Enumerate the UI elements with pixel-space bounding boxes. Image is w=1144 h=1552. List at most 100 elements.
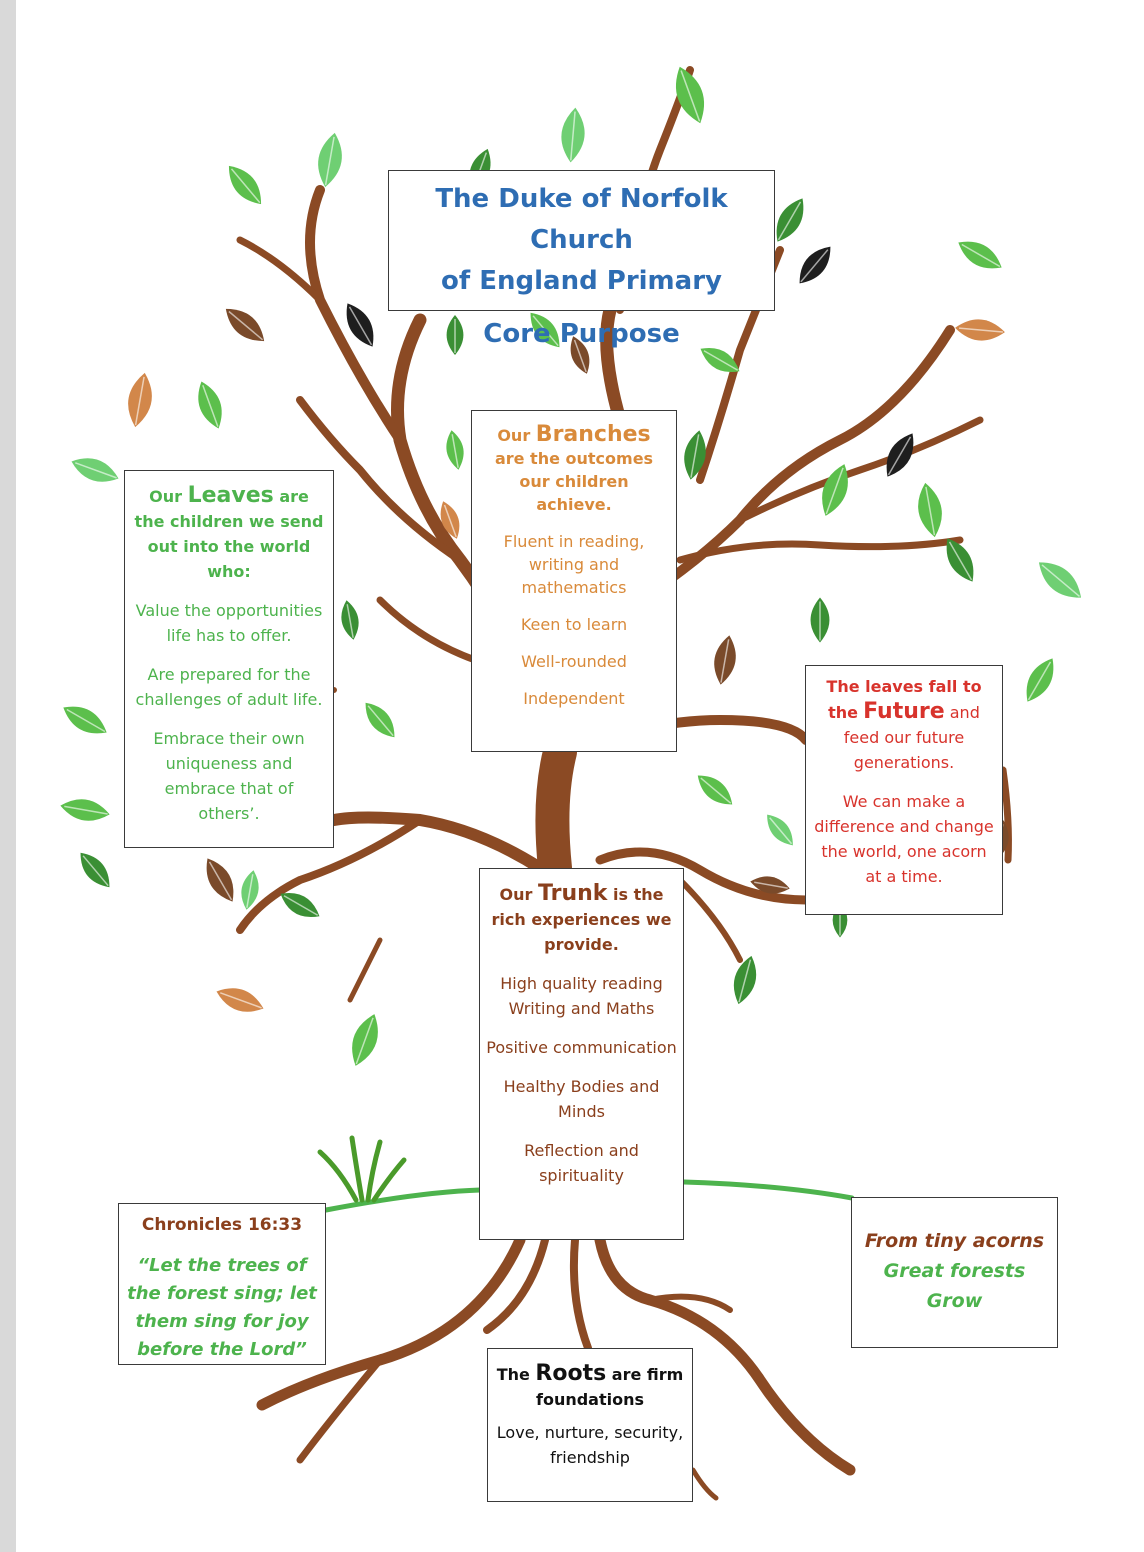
trunk-heading: Our Trunk is the rich experiences we pro… bbox=[486, 881, 677, 957]
leaf-shape bbox=[225, 308, 265, 342]
page-edge-bar bbox=[0, 0, 16, 1552]
leaf-shape bbox=[128, 372, 152, 428]
leaf-shape bbox=[810, 597, 830, 643]
leaf-shape bbox=[714, 635, 736, 685]
leaf-shape bbox=[700, 347, 740, 373]
leaf-shape bbox=[241, 870, 259, 910]
leaf-shape bbox=[346, 303, 374, 347]
acorns-line-3: Grow bbox=[926, 1290, 983, 1312]
leaf-shape bbox=[530, 312, 560, 348]
leaves-item: Embrace their own uniqueness and embrace… bbox=[153, 729, 305, 823]
leaf-shape bbox=[776, 198, 804, 242]
roots-box: The Roots are firm foundations Love, nur… bbox=[487, 1348, 693, 1502]
branches-item: Keen to learn bbox=[520, 615, 628, 634]
ground-line-right bbox=[681, 1179, 855, 1201]
acorns-line-1: From tiny acorns bbox=[864, 1230, 1045, 1252]
future-closing: We can make a difference and change the … bbox=[814, 792, 994, 886]
chronicles-box: Chronicles 16:33 “Let the trees of the f… bbox=[118, 1203, 326, 1365]
leaves-heading-suffix: are the children we send out into the wo… bbox=[134, 487, 324, 581]
branches-item: Fluent in reading, writing and mathemati… bbox=[503, 532, 645, 597]
leaf-shape bbox=[1026, 658, 1054, 702]
leaf-shape bbox=[767, 814, 793, 846]
ground-line-left bbox=[323, 1187, 483, 1213]
leaf-shape bbox=[946, 538, 974, 582]
leaf-shape bbox=[60, 799, 110, 821]
leaves-item: Are prepared for the challenges of adult… bbox=[135, 665, 323, 709]
leaf-shape bbox=[352, 1014, 378, 1066]
leaves-heading-prefix: Our bbox=[149, 487, 183, 506]
branches-heading-prefix: Our bbox=[497, 426, 531, 445]
leaf-shape bbox=[318, 132, 342, 188]
chronicles-quote: “Let the trees of the forest sing; let t… bbox=[127, 1255, 317, 1360]
leaf-shape bbox=[1038, 562, 1082, 598]
leaf-shape bbox=[676, 66, 704, 124]
future-heading-suffix: and feed our future generations. bbox=[843, 703, 980, 772]
trunk-item: Healthy Bodies and Minds bbox=[503, 1077, 660, 1121]
branches-heading-suffix: are the outcomes our children achieve. bbox=[494, 449, 654, 514]
title-line-2: of England Primary bbox=[441, 266, 722, 296]
leaf-shape bbox=[750, 876, 790, 894]
roots-items: Love, nurture, security, friendship bbox=[496, 1423, 684, 1467]
trunk-item: Positive communication bbox=[486, 1038, 677, 1057]
trunk-heading-keyword: Trunk bbox=[538, 881, 608, 906]
leaf-shape bbox=[918, 482, 942, 538]
future-heading-keyword: Future bbox=[863, 699, 945, 724]
leaf-shape bbox=[446, 430, 464, 470]
future-box: The leaves fall to the Future and feed o… bbox=[805, 665, 1003, 915]
leaf-shape bbox=[365, 702, 395, 738]
ground-lines bbox=[323, 1179, 855, 1213]
tree-leaves bbox=[60, 66, 1082, 1066]
leaf-shape bbox=[216, 988, 264, 1012]
leaves-heading-keyword: Leaves bbox=[187, 483, 274, 508]
trunk-item: High quality reading Writing and Maths bbox=[500, 974, 663, 1018]
branches-item: Well-rounded bbox=[521, 652, 627, 671]
leaf-shape bbox=[697, 775, 733, 805]
leaf-shape bbox=[958, 241, 1002, 269]
grass-tuft bbox=[317, 1135, 407, 1203]
branches-heading: Our Branches are the outcomes our childr… bbox=[480, 423, 668, 516]
leaf-shape bbox=[341, 600, 359, 640]
leaf-shape bbox=[799, 246, 831, 284]
trunk-box: Our Trunk is the rich experiences we pro… bbox=[479, 868, 684, 1240]
roots-heading-keyword: Roots bbox=[535, 1361, 607, 1386]
title-line-3: Core Purpose bbox=[483, 319, 680, 349]
leaf-shape bbox=[63, 706, 107, 734]
leaves-box: Our Leaves are the children we send out … bbox=[124, 470, 334, 848]
trunk-heading-prefix: Our bbox=[499, 885, 533, 904]
leaf-shape bbox=[733, 955, 757, 1005]
future-heading-prefix: The leaves fall to the bbox=[826, 677, 982, 722]
acorns-line-2: Great forests bbox=[883, 1260, 1026, 1282]
leaf-shape bbox=[228, 165, 262, 205]
tree-roots bbox=[256, 1234, 856, 1501]
leaf-shape bbox=[446, 315, 464, 355]
leaf-shape bbox=[955, 319, 1005, 341]
leaves-heading: Our Leaves are the children we send out … bbox=[133, 483, 325, 584]
roots-heading-prefix: The bbox=[496, 1365, 530, 1384]
branches-heading-keyword: Branches bbox=[535, 422, 651, 447]
trunk-heading-suffix: is the rich experiences we provide. bbox=[491, 885, 672, 954]
roots-heading-suffix: are firm foundations bbox=[535, 1365, 684, 1409]
leaf-shape bbox=[71, 458, 119, 482]
leaves-item: Value the opportunities life has to offe… bbox=[135, 601, 323, 645]
leaf-shape bbox=[280, 892, 320, 918]
leaf-shape bbox=[440, 501, 460, 539]
acorns-box: From tiny acorns Great forests Grow bbox=[851, 1197, 1058, 1348]
leaf-shape bbox=[561, 107, 585, 163]
branches-box: Our Branches are the outcomes our childr… bbox=[471, 410, 677, 752]
chronicles-reference: Chronicles 16:33 bbox=[141, 1215, 303, 1235]
leaf-shape bbox=[206, 858, 234, 902]
future-heading: The leaves fall to the Future and feed o… bbox=[812, 674, 996, 775]
leaf-shape bbox=[684, 430, 706, 480]
title-box: The Duke of Norfolk Church of England Pr… bbox=[388, 170, 775, 349]
tree-trunk-and-branches bbox=[236, 66, 1012, 1003]
leaf-shape bbox=[80, 852, 110, 888]
leaf-shape bbox=[198, 381, 222, 429]
leaf-shape bbox=[886, 433, 914, 477]
trunk-item: Reflection and spirituality bbox=[524, 1141, 639, 1185]
leaf-shape bbox=[822, 464, 848, 516]
title-line-1: The Duke of Norfolk Church bbox=[435, 184, 728, 255]
branches-item: Independent bbox=[523, 689, 625, 708]
leaf-shape bbox=[570, 336, 590, 374]
roots-heading: The Roots are firm foundations bbox=[494, 1361, 686, 1412]
